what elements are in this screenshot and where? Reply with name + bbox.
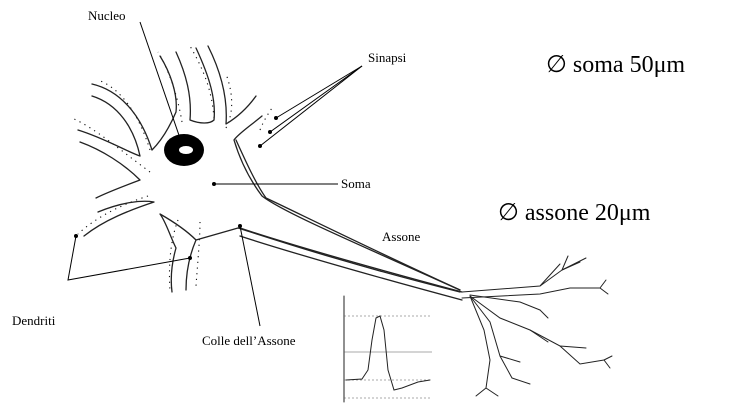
axon-diameter-text: ∅ assone 20μm xyxy=(498,200,651,226)
label-colle-assone: Colle dell’Assone xyxy=(202,333,296,348)
soma-diameter-text: ∅ soma 50μm xyxy=(546,52,685,78)
label-nucleo: Nucleo xyxy=(88,8,126,23)
axon-terminals xyxy=(462,256,612,396)
leader-lines xyxy=(68,22,362,326)
soma-outline xyxy=(78,46,462,300)
label-dendriti: Dendriti xyxy=(12,313,56,328)
label-assone: Assone xyxy=(382,229,421,244)
action-potential-inset xyxy=(344,296,432,402)
nucleus xyxy=(164,134,204,166)
label-soma: Soma xyxy=(341,176,371,191)
synapse-points xyxy=(258,116,278,148)
label-sinapsi: Sinapsi xyxy=(368,50,407,65)
